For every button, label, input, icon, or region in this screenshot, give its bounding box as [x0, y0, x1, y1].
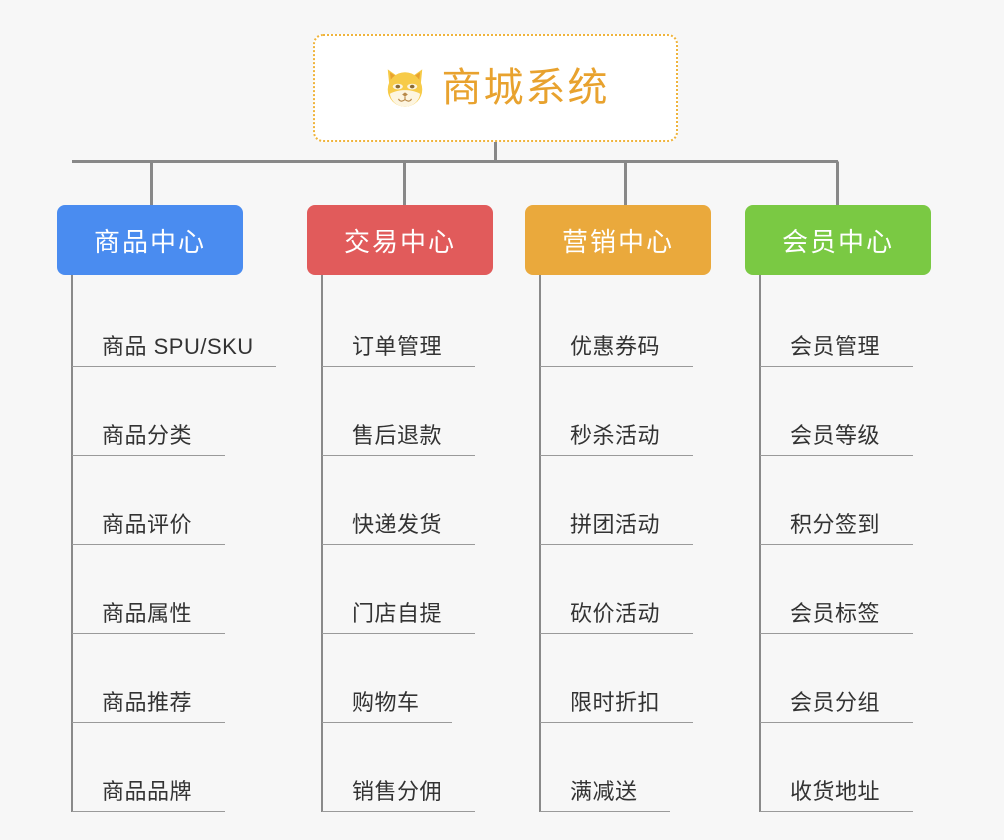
- leaf-item[interactable]: 快递发货: [322, 456, 485, 545]
- leaf-item[interactable]: 商品属性: [72, 545, 235, 634]
- leaf-label: 会员标签: [790, 601, 881, 626]
- leaf-underline: [72, 722, 225, 723]
- category-label: 营销中心: [561, 226, 674, 257]
- leaf-item[interactable]: 拼团活动: [540, 456, 703, 545]
- leaf-item[interactable]: 会员分组: [760, 634, 923, 723]
- leaf-item[interactable]: 优惠券码: [540, 278, 703, 367]
- leaf-underline: [322, 811, 475, 812]
- leaf-label: 门店自提: [352, 601, 443, 626]
- leaf-underline: [540, 633, 693, 634]
- leaf-label: 快递发货: [352, 512, 443, 537]
- leaf-item[interactable]: 销售分佣: [322, 723, 485, 812]
- leaf-item[interactable]: 商品 SPU/SKU: [72, 278, 286, 367]
- leaf-label: 商品属性: [102, 601, 193, 626]
- leaf-item[interactable]: 会员标签: [760, 545, 923, 634]
- leaf-underline: [540, 455, 693, 456]
- leaf-label: 会员等级: [790, 423, 881, 448]
- leaf-underline: [540, 811, 670, 812]
- leaf-column-2: 订单管理售后退款快递发货门店自提购物车销售分佣: [322, 278, 485, 812]
- leaf-underline: [322, 633, 475, 634]
- leaf-label: 优惠券码: [570, 334, 661, 359]
- leaf-item[interactable]: 订单管理: [322, 278, 485, 367]
- leaf-label: 限时折扣: [570, 690, 661, 715]
- leaf-label: 砍价活动: [570, 601, 661, 626]
- leaf-underline: [72, 633, 225, 634]
- root-title: 商城系统: [441, 66, 610, 110]
- leaf-item[interactable]: 购物车: [322, 634, 462, 723]
- leaf-item[interactable]: 商品评价: [72, 456, 235, 545]
- category-box-4[interactable]: 会员中心: [745, 205, 931, 275]
- leaf-underline: [540, 544, 693, 545]
- leaf-label: 商品推荐: [102, 690, 193, 715]
- leaf-item[interactable]: 商品分类: [72, 367, 235, 456]
- category-box-1[interactable]: 商品中心: [57, 205, 243, 275]
- leaf-underline: [72, 455, 225, 456]
- category-box-3[interactable]: 营销中心: [525, 205, 711, 275]
- leaf-label: 商品 SPU/SKU: [102, 334, 254, 359]
- leaf-label: 秒杀活动: [570, 423, 661, 448]
- leaf-item[interactable]: 会员管理: [760, 278, 923, 367]
- leaf-underline: [72, 811, 225, 812]
- leaf-underline: [760, 722, 913, 723]
- leaf-underline: [760, 366, 913, 367]
- root-node[interactable]: 商城系统: [313, 34, 678, 142]
- category-box-2[interactable]: 交易中心: [307, 205, 493, 275]
- leaf-item[interactable]: 满减送: [540, 723, 680, 812]
- leaf-item[interactable]: 商品品牌: [72, 723, 235, 812]
- leaf-column-1: 商品 SPU/SKU 商品分类商品评价商品属性商品推荐商品品牌: [72, 278, 286, 812]
- leaf-label: 满减送: [570, 779, 638, 804]
- leaf-item[interactable]: 秒杀活动: [540, 367, 703, 456]
- leaf-item[interactable]: 积分签到: [760, 456, 923, 545]
- leaf-column-3: 优惠券码秒杀活动拼团活动砍价活动限时折扣满减送: [540, 278, 703, 812]
- leaf-label: 会员管理: [790, 334, 881, 359]
- leaf-underline: [322, 722, 452, 723]
- leaf-label: 订单管理: [352, 334, 443, 359]
- leaf-underline: [322, 544, 475, 545]
- leaf-label: 售后退款: [352, 423, 443, 448]
- leaf-label: 积分签到: [790, 512, 881, 537]
- leaf-label: 商品品牌: [102, 779, 193, 804]
- leaf-underline: [760, 544, 913, 545]
- leaf-item[interactable]: 收货地址: [760, 723, 923, 812]
- leaf-label: 销售分佣: [352, 779, 443, 804]
- leaf-label: 拼团活动: [570, 512, 661, 537]
- leaf-underline: [540, 366, 693, 367]
- leaf-item[interactable]: 限时折扣: [540, 634, 703, 723]
- leaf-label: 会员分组: [790, 690, 881, 715]
- leaf-label: 购物车: [352, 690, 420, 715]
- leaf-underline: [322, 455, 475, 456]
- leaf-underline: [322, 366, 475, 367]
- leaf-item[interactable]: 砍价活动: [540, 545, 703, 634]
- shiba-dog-face-icon: [387, 69, 422, 107]
- leaf-underline: [760, 811, 913, 812]
- leaf-underline: [72, 366, 276, 367]
- leaf-underline: [72, 544, 225, 545]
- leaf-label: 收货地址: [790, 779, 881, 804]
- category-label: 会员中心: [781, 226, 894, 257]
- leaf-item[interactable]: 售后退款: [322, 367, 485, 456]
- leaf-underline: [760, 633, 913, 634]
- leaf-label: 商品分类: [102, 423, 193, 448]
- leaf-label: 商品评价: [102, 512, 193, 537]
- category-label: 商品中心: [93, 226, 206, 257]
- leaf-underline: [540, 722, 693, 723]
- category-label: 交易中心: [343, 226, 456, 257]
- leaf-item[interactable]: 门店自提: [322, 545, 485, 634]
- leaf-underline: [760, 455, 913, 456]
- leaf-item[interactable]: 会员等级: [760, 367, 923, 456]
- leaf-item[interactable]: 商品推荐: [72, 634, 235, 723]
- leaf-column-4: 会员管理会员等级积分签到会员标签会员分组收货地址: [760, 278, 923, 812]
